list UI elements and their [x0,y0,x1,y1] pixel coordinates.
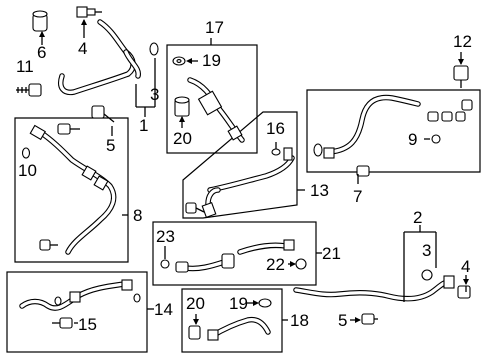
tube-part-17 [187,77,245,143]
bolt-part-8-top [57,123,80,135]
bolt-part-7-bottom [356,165,370,177]
tube-part-13 [201,147,295,219]
bolt-part-8-bottom [39,239,58,251]
callout-3-top: 3 [150,85,159,104]
bolt-part-4-bottom [457,285,471,299]
tube-part-18 [207,316,271,341]
callout-14: 14 [154,300,173,319]
bolt-part-15 [52,317,73,329]
callout-15: 15 [78,315,97,334]
callout-6: 6 [37,43,46,62]
washer-part-16 [271,148,281,156]
washer-part-19-bottom [258,298,272,308]
callout-23: 23 [156,227,175,246]
washer-part-3-top [149,42,159,56]
callout-7: 7 [353,187,362,206]
callout-12: 12 [453,32,472,51]
tube-part-1 [58,19,141,96]
callout-5-top: 5 [106,136,115,155]
callout-11: 11 [16,57,34,76]
washer-part-3-bottom [421,269,433,281]
callout-1: 1 [139,116,148,135]
washer-part-22 [295,258,307,270]
grommet-part-20-bottom [188,325,201,340]
bolt-part-12 [453,65,469,88]
callout-13: 13 [310,181,329,200]
group-box-13 [182,111,298,219]
group-box-14 [6,271,148,353]
bolt-part-4-top [76,6,102,18]
washer-part-10 [21,147,31,159]
callout-20-top: 20 [173,129,192,148]
hose-part-7-right [427,99,473,144]
group-box-7 [306,89,481,173]
callout-22: 22 [266,255,285,274]
callout-4-bottom: 4 [461,257,470,276]
sensor-plug-part [32,10,48,32]
bolt-part-11 [16,83,42,97]
grommet-part-20-top [174,96,190,117]
callout-19-top: 19 [202,51,221,70]
tube-part-8 [29,124,117,255]
callout-2-top: 2 [413,208,422,227]
bolt-part-13 [185,202,205,214]
callout-16: 16 [266,119,285,138]
tube-part-14 [19,279,141,311]
callout-19-bottom: 19 [229,294,248,313]
callout-9: 9 [408,130,417,149]
tube-part-21 [175,239,295,273]
callout-17: 17 [205,18,224,37]
callout-4-top: 4 [78,39,87,58]
callout-21: 21 [322,244,341,263]
callout-8: 8 [133,206,142,225]
callout-5-bottom: 5 [338,311,347,330]
tube-part-2 [293,275,455,302]
callout-3-bottom: 3 [422,241,431,260]
callout-20-bottom: 20 [186,294,205,313]
washer-part-7 [313,143,323,157]
callout-18: 18 [290,311,309,330]
washer-part-23 [160,259,170,269]
callout-10: 10 [18,161,37,180]
group-box-21 [152,221,317,286]
group-box-17 [166,44,258,154]
bolt-part-5-bottom [361,313,378,325]
group-box-8 [14,117,129,263]
bolt-part-5-top [91,105,115,123]
tube-part-7 [323,94,421,159]
